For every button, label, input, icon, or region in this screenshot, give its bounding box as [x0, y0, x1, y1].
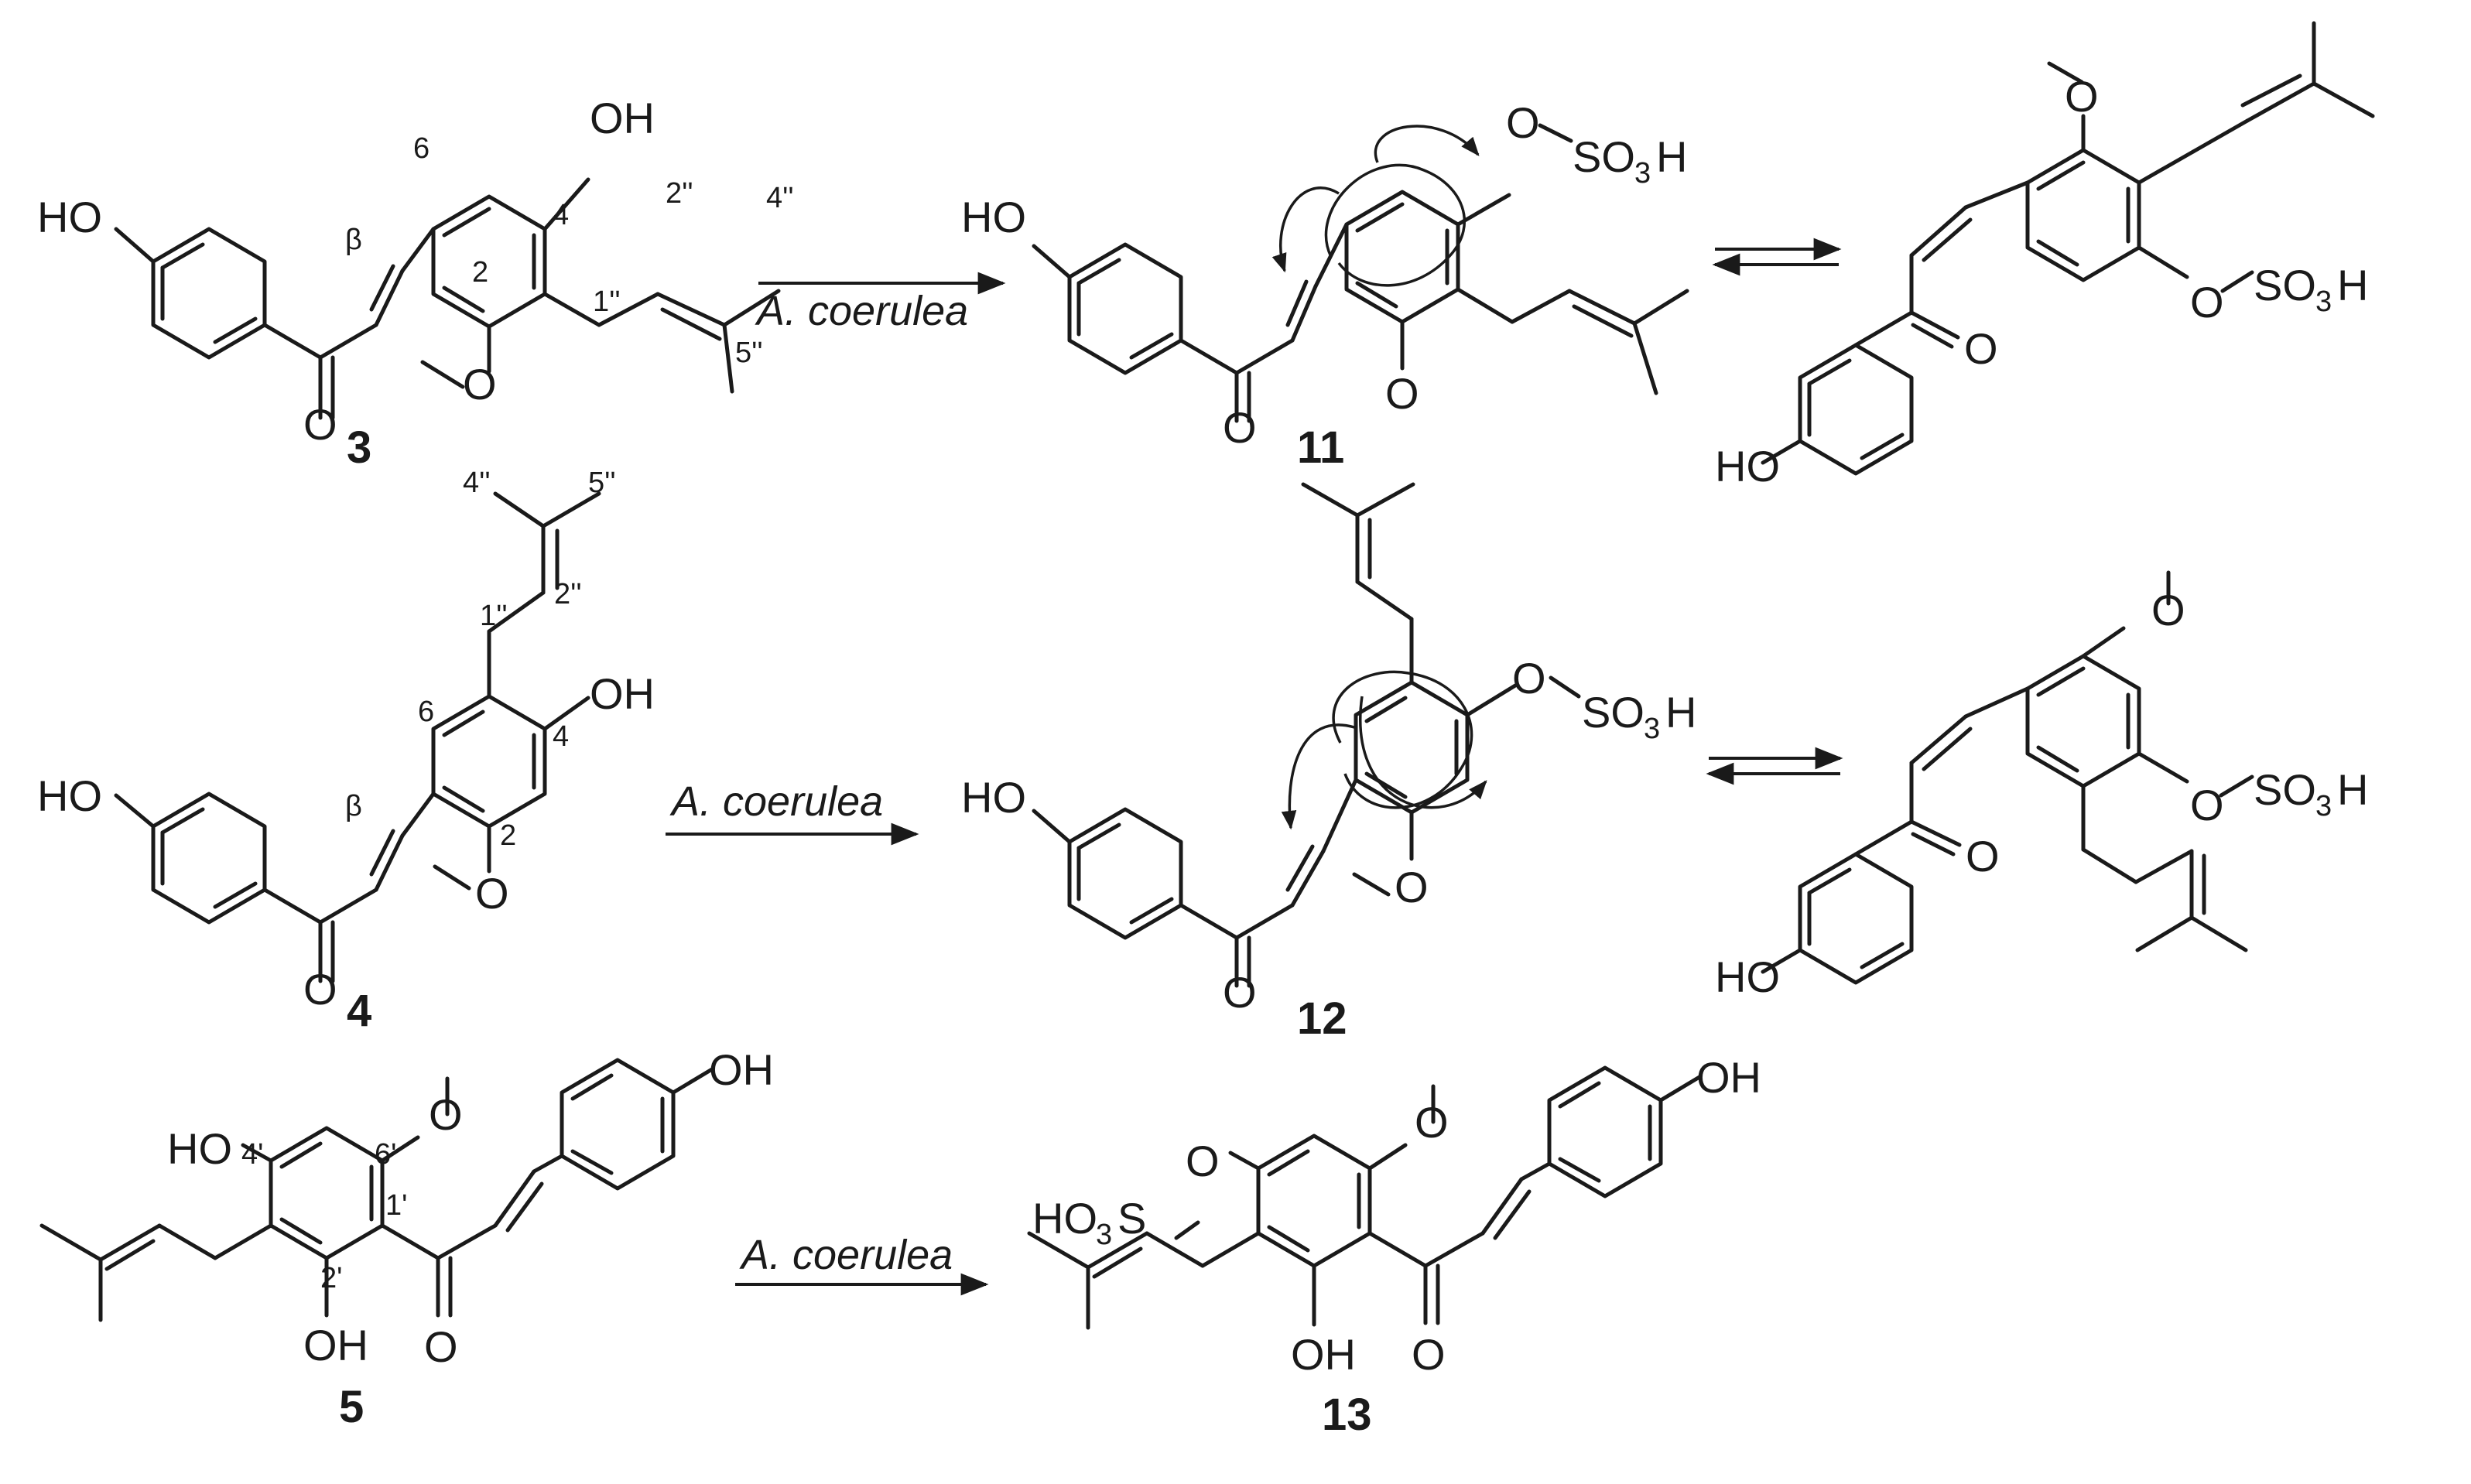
reagent-label: A. coerulea — [755, 288, 968, 334]
locant-4pp: 4'' — [766, 182, 794, 214]
sulfate-o-label: O — [2190, 278, 2224, 327]
svg-text:3: 3 — [1096, 1219, 1112, 1251]
sulfate-o-label: O — [2190, 781, 2224, 829]
carbonyl-o-label: O — [303, 965, 337, 1014]
sulfate-o-label: O — [1186, 1137, 1220, 1185]
carbonyl-o-label: O — [424, 1322, 458, 1371]
hydroxy-label: HO — [37, 193, 102, 241]
locant-4pp: 4'' — [463, 467, 491, 499]
structure-12 — [1032, 482, 1581, 988]
methoxy-o-label: O — [475, 869, 509, 918]
compound-label-4: 4 — [347, 986, 371, 1036]
sulfate-label: SO 3 H — [1582, 688, 1696, 745]
locant-beta: β — [345, 224, 362, 256]
svg-text:H: H — [2337, 765, 2368, 814]
methoxy-o-label: O — [429, 1090, 463, 1139]
hydroxy-label: OH — [709, 1045, 774, 1094]
hydroxy-label: HO — [1715, 442, 1780, 491]
compound-label-11: 11 — [1297, 422, 1344, 473]
svg-text:SO: SO — [2254, 765, 2316, 814]
locant-6: 6 — [413, 132, 430, 165]
svg-text:3: 3 — [1644, 713, 1660, 745]
locant-1pp: 1'' — [480, 600, 508, 632]
locant-2p: 2' — [320, 1262, 342, 1294]
hydroxy-label: OH — [303, 1321, 368, 1369]
structure-11-cis — [1761, 21, 2375, 476]
hydroxy-label: HO — [37, 771, 102, 820]
locant-4: 4 — [553, 199, 569, 231]
svg-text:H: H — [2337, 261, 2368, 309]
compound-label-13: 13 — [1322, 1390, 1372, 1440]
carbonyl-o-label: O — [1223, 403, 1257, 452]
svg-text:3: 3 — [2315, 286, 2332, 318]
hydroxy-label: HO — [961, 773, 1026, 822]
locant-6: 6 — [418, 696, 434, 728]
svg-text:HO: HO — [1032, 1194, 1097, 1243]
reagent-label: A. coerulea — [669, 778, 883, 825]
methoxy-o-label: O — [2065, 72, 2099, 121]
locant-5pp: 5'' — [735, 337, 763, 369]
methoxy-o-label: O — [1395, 863, 1429, 911]
svg-text:H: H — [1665, 688, 1696, 737]
compound-label-12: 12 — [1297, 993, 1347, 1044]
locant-2: 2 — [500, 819, 516, 852]
locant-6p: 6' — [375, 1138, 396, 1171]
locant-2: 2 — [472, 256, 488, 289]
reagent-label: A. coerulea — [739, 1232, 953, 1278]
carbonyl-o-label: O — [1412, 1330, 1446, 1379]
sulfate-label: HO 3 S — [1032, 1194, 1146, 1251]
locant-4: 4 — [553, 720, 569, 753]
locant-beta: β — [345, 790, 362, 822]
carbonyl-o-label: O — [303, 400, 337, 449]
hydroxy-label: OH — [1696, 1053, 1761, 1102]
methoxy-o-label: O — [463, 360, 497, 409]
hydroxy-label: OH — [590, 669, 655, 718]
structure-5 — [39, 1058, 714, 1322]
locant-5pp: 5'' — [588, 467, 616, 499]
svg-text:SO: SO — [1573, 132, 1635, 181]
structure-4 — [114, 491, 601, 983]
hydroxy-label: OH — [1291, 1330, 1356, 1379]
carbonyl-o-label: O — [1966, 832, 2000, 880]
compound-label-3: 3 — [347, 422, 371, 473]
locant-2pp: 2'' — [554, 578, 582, 610]
sulfate-o-label: O — [1512, 654, 1546, 703]
svg-text:SO: SO — [1582, 688, 1644, 737]
locant-1pp: 1'' — [593, 286, 621, 318]
sulfate-label: SO 3 H — [1573, 132, 1687, 190]
svg-text:3: 3 — [2315, 790, 2332, 822]
carbonyl-o-label: O — [1223, 968, 1257, 1017]
svg-text:SO: SO — [2254, 261, 2316, 309]
methoxy-o-label: O — [1385, 369, 1419, 418]
methoxy-o-label: O — [2151, 586, 2185, 634]
hydroxy-label: HO — [167, 1124, 232, 1173]
hydroxy-label: HO — [961, 193, 1026, 241]
structure-11 — [1032, 123, 1689, 423]
carbonyl-o-label: O — [1964, 324, 1998, 373]
structure-12-cis — [1761, 570, 2254, 985]
compound-label-5: 5 — [339, 1382, 364, 1432]
svg-text:3: 3 — [1634, 157, 1651, 190]
locant-4p: 4' — [241, 1138, 263, 1171]
locant-1p: 1' — [385, 1189, 407, 1222]
locant-2pp: 2'' — [666, 177, 693, 210]
sulfate-label: SO 3 H — [2254, 765, 2368, 822]
svg-text:S: S — [1117, 1194, 1146, 1243]
hydroxy-label: OH — [590, 94, 655, 142]
sulfate-label: SO 3 H — [2254, 261, 2368, 318]
hydroxy-label: HO — [1715, 952, 1780, 1001]
svg-text:H: H — [1656, 132, 1687, 181]
structure-3 — [114, 177, 781, 420]
methoxy-o-label: O — [1415, 1098, 1449, 1147]
sulfate-o-label: O — [1506, 98, 1540, 147]
structure-13 — [1027, 1065, 1702, 1330]
